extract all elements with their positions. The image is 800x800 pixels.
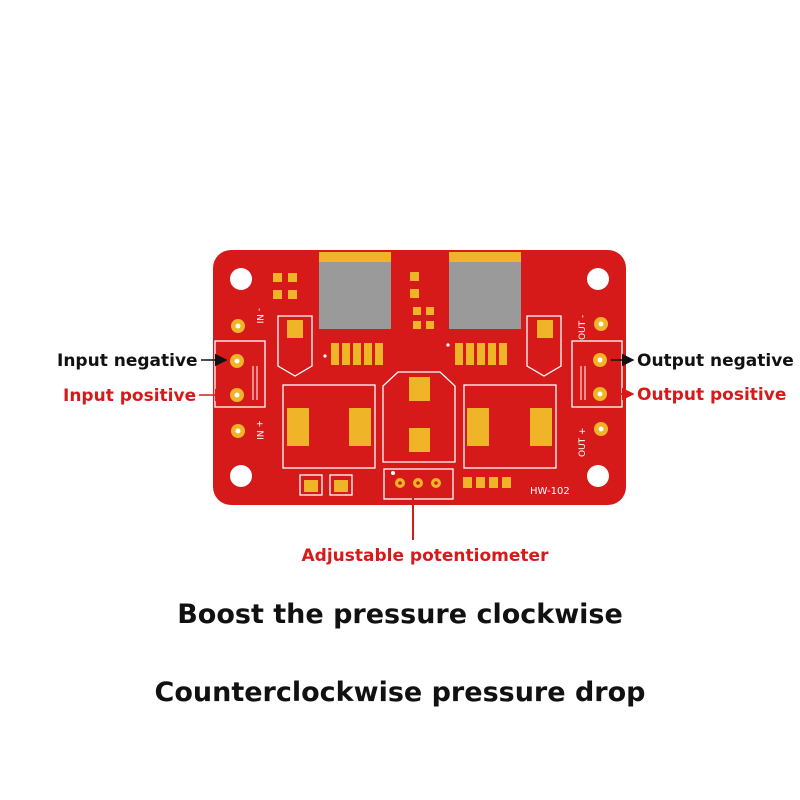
caption-clockwise: Boost the pressure clockwise: [177, 599, 623, 630]
in-neg-marking: - NI: [254, 308, 264, 324]
caption-counterclockwise: Counterclockwise pressure drop: [154, 677, 646, 708]
pcb-board: HW-102 - NI + NI OUT - OUT +: [213, 250, 626, 505]
ic-pads-right: [455, 343, 507, 365]
component-outlines: [214, 315, 623, 500]
mounting-holes: [230, 268, 609, 487]
board-model-label: HW-102: [530, 486, 570, 497]
out-neg-marking: OUT -: [578, 315, 588, 340]
large-pads: [287, 377, 552, 492]
mounting-hole: [587, 465, 609, 487]
callout-lines: [199, 353, 635, 540]
output-negative-label: Output negative: [637, 351, 794, 371]
input-positive-label: Input positive: [63, 386, 196, 406]
potentiometer-label: Adjustable potentiometer: [302, 546, 550, 566]
smd-pads-top-left: [273, 272, 553, 338]
output-positive-label: Output positive: [637, 385, 786, 405]
input-negative-label: Input negative: [57, 351, 198, 371]
in-pos-marking: + NI: [254, 420, 264, 440]
inductor-right: [449, 259, 521, 329]
mounting-hole: [230, 465, 252, 487]
inductor-left: [319, 259, 391, 329]
mounting-hole: [587, 268, 609, 290]
inductor-pad: [449, 252, 521, 262]
inductor-pad: [319, 252, 391, 262]
input-terminals: [230, 319, 258, 438]
mounting-hole: [230, 268, 252, 290]
output-terminals: [580, 317, 608, 436]
silk-dots: [323, 343, 450, 475]
out-pos-marking: OUT +: [578, 427, 588, 457]
potentiometer: [395, 478, 441, 488]
ic-pads-left: [331, 343, 383, 365]
